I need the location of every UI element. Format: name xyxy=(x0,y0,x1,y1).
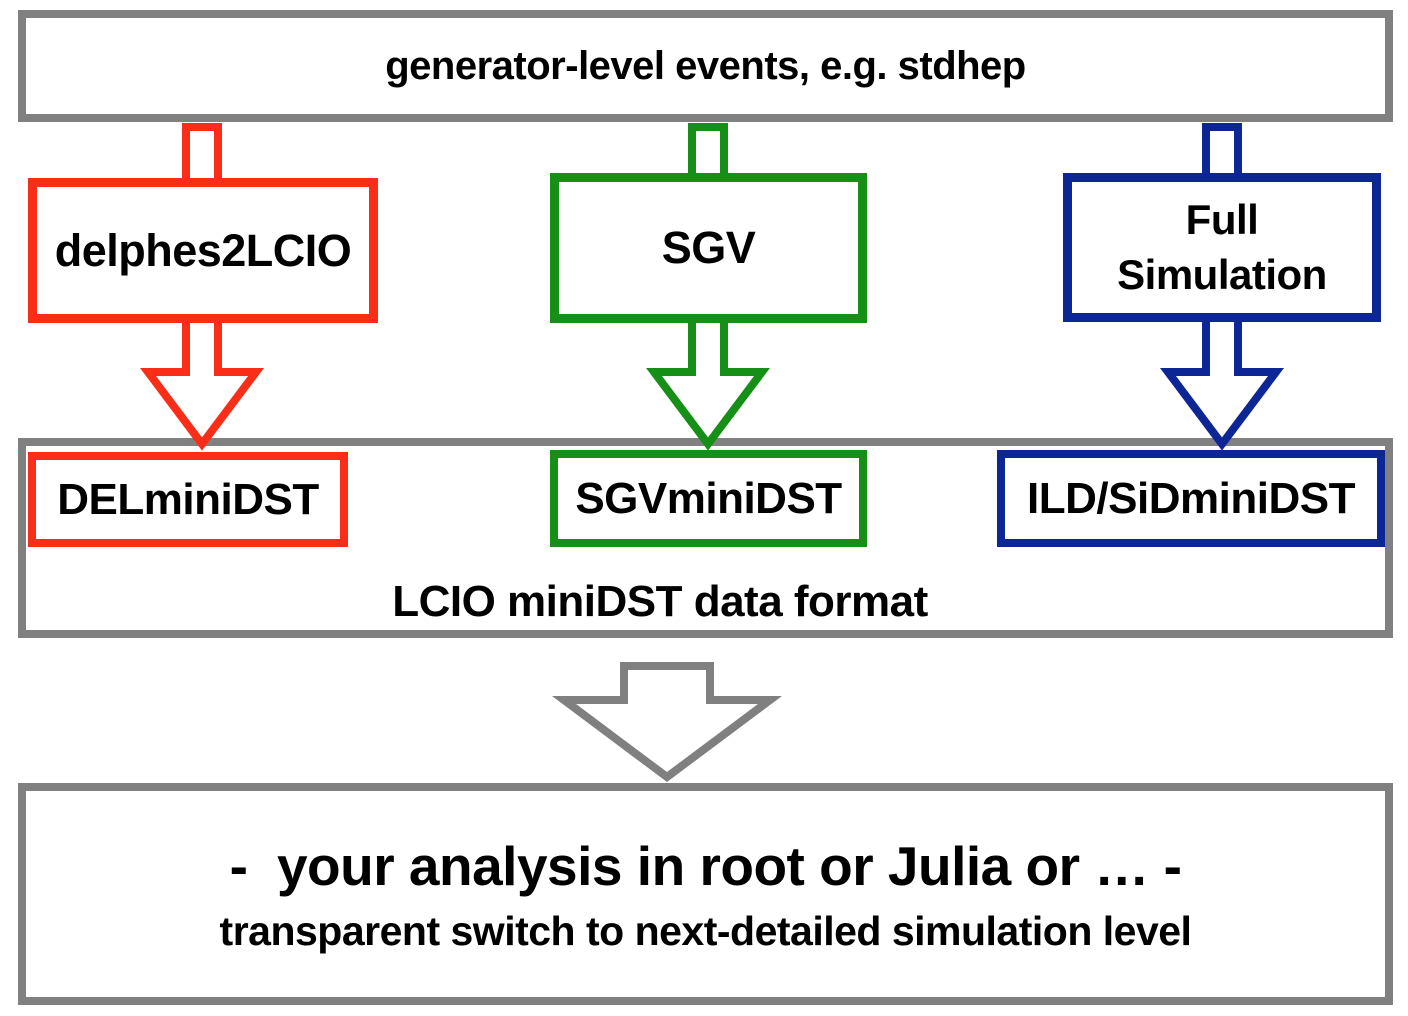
down-arrow-green-icon xyxy=(646,314,770,451)
generator-events-box: generator-level events, e.g. stdhep xyxy=(18,10,1393,122)
generator-events-label: generator-level events, e.g. stdhep xyxy=(385,43,1026,88)
sgvminidst-label: SGVminiDST xyxy=(575,473,842,523)
sgvminidst-box: SGVminiDST xyxy=(550,450,867,547)
ild-sid-minidst-box: ILD/SiDminiDST xyxy=(997,450,1385,547)
sgv-label: SGV xyxy=(661,222,756,273)
connector-shaft-red-icon xyxy=(182,123,222,189)
analysis-title: - your analysis in root or Julia or … - xyxy=(229,834,1182,897)
delphes2lcio-label: delphes2LCIO xyxy=(54,224,352,276)
delphes2lcio-box: delphes2LCIO xyxy=(28,178,378,323)
down-arrow-gray-icon xyxy=(551,662,783,782)
sgv-box: SGV xyxy=(550,173,867,323)
lcio-format-label: LCIO miniDST data format xyxy=(392,577,928,626)
down-arrow-blue-icon xyxy=(1160,314,1284,451)
delminidst-box: DELminiDST xyxy=(28,452,348,547)
connector-shaft-blue-icon xyxy=(1202,123,1242,181)
analysis-subtitle: transparent switch to next-detailed simu… xyxy=(219,907,1192,954)
full-simulation-label: Full Simulation xyxy=(1117,195,1327,298)
delminidst-label: DELminiDST xyxy=(57,474,319,524)
analysis-box: - your analysis in root or Julia or … - … xyxy=(18,783,1393,1005)
down-arrow-red-icon xyxy=(140,314,264,451)
ild-sid-minidst-label: ILD/SiDminiDST xyxy=(1027,473,1355,523)
full-simulation-box: Full Simulation xyxy=(1063,173,1381,322)
connector-shaft-green-icon xyxy=(688,123,728,181)
